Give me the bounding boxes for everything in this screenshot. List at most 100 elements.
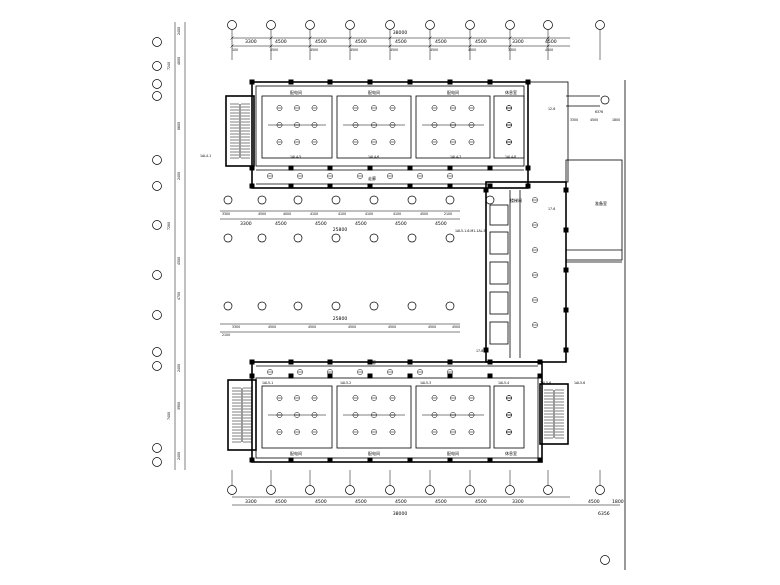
light-fixture <box>468 429 475 435</box>
annotation: 1AL5-1-6-M1-1AL-5 <box>455 229 486 233</box>
circuit-label: 1AL4-1 <box>200 154 211 158</box>
room-label: 配电间 <box>290 89 302 95</box>
axis-bubble <box>543 485 553 495</box>
column <box>447 183 453 189</box>
light-fixture <box>468 105 475 111</box>
mid-lower-dimension-row: 25800 3300 4500 4500 4500 4500 4500 4500… <box>220 316 460 337</box>
light-fixture <box>431 139 438 145</box>
axis-bubble <box>152 457 162 467</box>
light-fixture <box>506 395 512 401</box>
column <box>525 183 531 189</box>
left-dim: 4800 <box>177 57 181 65</box>
mid-dim: 4100 <box>338 212 346 216</box>
light-fixture <box>294 105 300 111</box>
column <box>537 359 543 365</box>
room-label: 走廊 <box>368 359 376 365</box>
lower-wing <box>227 361 569 463</box>
axis-bubble <box>505 485 515 495</box>
light-fixture <box>297 173 303 179</box>
axis-bubble <box>257 195 267 205</box>
column <box>447 165 453 171</box>
axis-bubble <box>266 20 276 30</box>
axis-bubble <box>345 485 355 495</box>
mid-dim: 4500 <box>428 325 436 329</box>
mid-total-dim: 25800 <box>333 316 348 322</box>
light-fixture <box>532 297 538 303</box>
column <box>288 373 294 379</box>
column <box>327 183 333 189</box>
axis-bubble <box>369 233 379 243</box>
axis-bubble <box>152 37 162 47</box>
light-fixture <box>389 429 396 435</box>
column <box>249 457 255 463</box>
bottom-dim: 4500 <box>435 499 447 505</box>
axis-bubble <box>152 79 162 89</box>
axis-bubble <box>369 195 379 205</box>
top-dim: 4500 <box>430 48 438 52</box>
axis-bubble <box>385 20 395 30</box>
structural-columns <box>249 79 569 463</box>
light-fixture <box>387 369 393 375</box>
column <box>563 187 569 193</box>
column <box>327 359 333 365</box>
light-fixture <box>276 429 283 435</box>
column <box>249 359 255 365</box>
light-fixture <box>387 173 393 179</box>
circuit-label: 1AL5-6 <box>574 381 585 385</box>
axis-bubble <box>600 555 610 565</box>
axis-bubble <box>152 310 162 320</box>
light-fixture <box>311 139 318 145</box>
light-fixture <box>506 429 512 435</box>
mid-total-dim: 25800 <box>333 227 348 233</box>
circuit-label: 12-6 <box>548 107 555 111</box>
axis-bubble <box>152 270 162 280</box>
light-fixture <box>389 139 396 145</box>
column <box>447 79 453 85</box>
axis-bubble <box>465 485 475 495</box>
axis-bubble <box>293 301 303 311</box>
axis-bubble <box>223 233 233 243</box>
column <box>407 359 413 365</box>
column <box>327 373 333 379</box>
column <box>249 373 255 379</box>
mid-dim: 4500 <box>275 221 287 227</box>
top-dim: 4500 <box>468 48 476 52</box>
light-fixture <box>311 429 318 435</box>
axis-bubble <box>465 20 475 30</box>
light-fixture <box>431 105 438 111</box>
axis-bubble <box>345 20 355 30</box>
column <box>537 373 543 379</box>
axis-bubble <box>152 91 162 101</box>
bottom-dim: 4500 <box>315 499 327 505</box>
circuit-label: 1AL5-2 <box>340 381 351 385</box>
bottom-dimension-row: 3300 4500 4500 4500 4500 4500 4500 3300 … <box>232 496 624 517</box>
light-fixture <box>371 105 377 111</box>
column <box>487 373 493 379</box>
light-fixture <box>267 173 273 179</box>
column <box>487 79 493 85</box>
axis-bubble <box>543 20 553 30</box>
mid-upper-dimension-row: 3300 4500 4000 4100 4100 4100 4100 4500 … <box>220 210 460 233</box>
mid-dim: 4500 <box>308 325 316 329</box>
column <box>327 165 333 171</box>
light-fixture <box>276 105 283 111</box>
light-fixture <box>294 139 300 145</box>
axis-bubble <box>223 195 233 205</box>
upper-stair <box>230 103 250 159</box>
column <box>487 457 493 463</box>
axis-bubble <box>152 443 162 453</box>
bottom-dim: 3300 <box>512 499 524 505</box>
bottom-dim: 3300 <box>245 499 257 505</box>
light-fixture <box>389 395 396 401</box>
column <box>288 457 294 463</box>
axis-bubble <box>152 220 162 230</box>
light-fixture <box>352 395 359 401</box>
axis-bubble <box>425 20 435 30</box>
column <box>487 359 493 365</box>
axis-bubble <box>305 20 315 30</box>
light-fixture <box>532 222 538 228</box>
column <box>407 457 413 463</box>
bottom-dim: 4500 <box>275 499 287 505</box>
axis-bubble <box>485 195 495 205</box>
left-dim: 2400 <box>177 452 181 460</box>
